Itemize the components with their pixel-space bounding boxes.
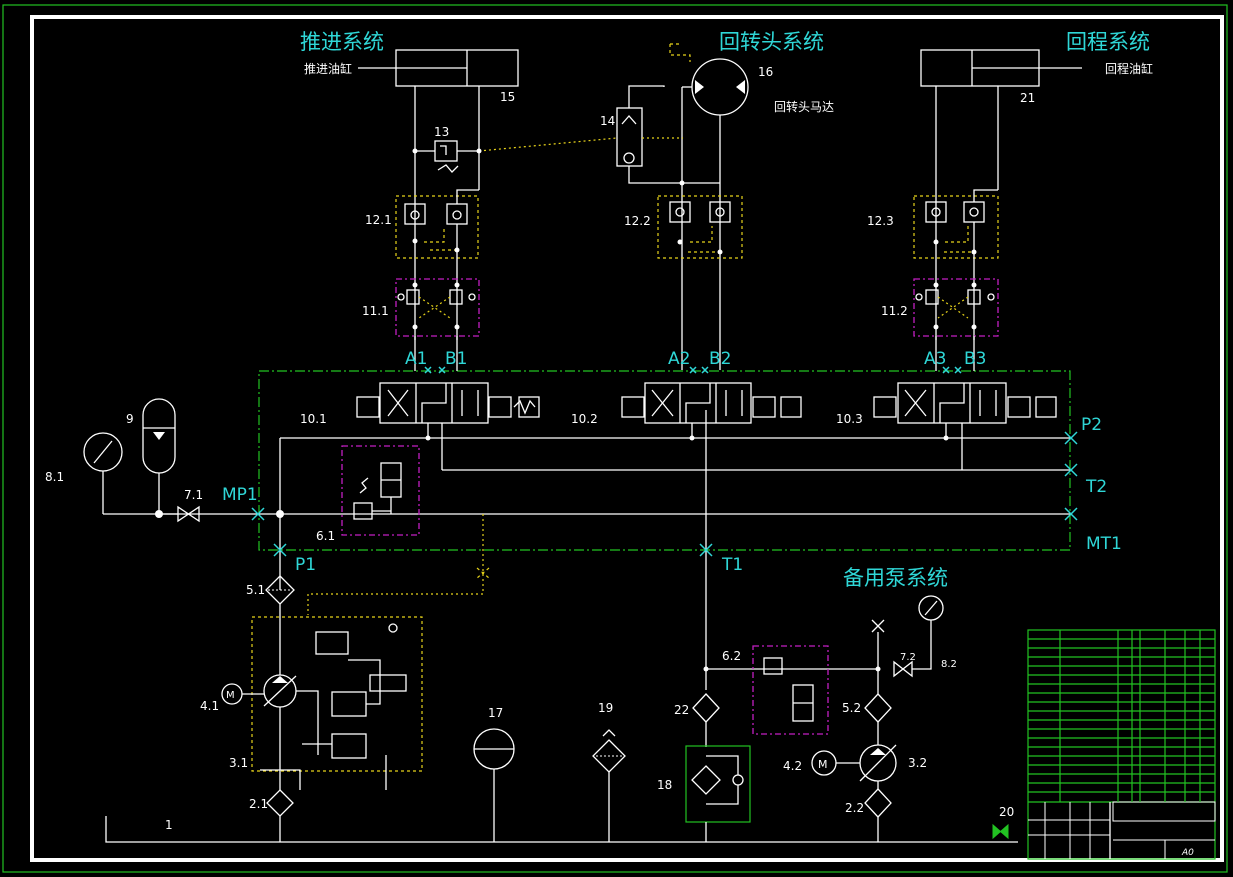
component-6-1: 6.1 xyxy=(316,529,335,543)
manifold-frame xyxy=(258,370,1071,551)
component-15: 15 xyxy=(500,90,515,104)
shuttle-valve-14 xyxy=(616,85,720,184)
component-14: 14 xyxy=(600,114,615,128)
motor-4-2-letter: M xyxy=(818,758,828,771)
standby-pump-title: 备用泵系统 xyxy=(843,566,948,590)
component-9: 9 xyxy=(126,412,134,426)
port-p2: P2 xyxy=(1081,415,1102,435)
return-system-title: 回程系统 xyxy=(1066,30,1150,54)
return-filter-18 xyxy=(685,745,751,842)
port-mt1: MT1 xyxy=(1086,534,1122,554)
motor-4-1-letter: M xyxy=(226,690,235,701)
component-1: 1 xyxy=(165,818,173,832)
rotary-motor xyxy=(669,43,749,370)
motor-4-1 xyxy=(221,683,264,705)
component-2-2: 2.2 xyxy=(845,801,864,815)
port-markers xyxy=(424,366,962,374)
component-7-2: 7.2 xyxy=(900,652,916,663)
directional-valve-10-2 xyxy=(621,382,802,438)
port-p1: P1 xyxy=(295,555,316,575)
component-4-1: 4.1 xyxy=(200,699,219,713)
ball-valve-7-2 xyxy=(893,595,944,678)
feed-system-title: 推进系统 xyxy=(300,30,384,54)
component-10-1: 10.1 xyxy=(300,412,327,426)
component-17: 17 xyxy=(488,706,503,720)
relief-valve-13 xyxy=(415,137,618,173)
port-a1: A1 xyxy=(405,349,427,369)
component-7-1: 7.1 xyxy=(184,488,203,502)
title-block xyxy=(1027,629,1216,860)
component-19: 19 xyxy=(598,701,613,715)
component-2-1: 2.1 xyxy=(249,797,268,811)
component-17-symbol xyxy=(473,728,515,842)
directional-valve-10-3 xyxy=(873,382,1057,470)
component-8-1: 8.1 xyxy=(45,470,64,484)
port-mp1: MP1 xyxy=(222,485,258,505)
component-4-2: 4.2 xyxy=(783,759,802,773)
valve-block-11-1 xyxy=(395,278,480,371)
filter-5-1 xyxy=(265,575,295,628)
component-19-symbol xyxy=(592,729,626,842)
ball-valve-7-1 xyxy=(177,505,200,523)
drawing-border xyxy=(30,15,1224,862)
valve-block-11-2 xyxy=(913,278,999,371)
pressure-gauge-8-1 xyxy=(83,432,178,515)
standby-pump-3-2 xyxy=(859,619,897,842)
component-18: 18 xyxy=(657,778,672,792)
return-cylinder-label: 回程油缸 xyxy=(1105,61,1153,76)
port-b2: B2 xyxy=(709,349,731,369)
check-block-12-1 xyxy=(395,189,479,340)
component-16: 16 xyxy=(758,65,773,79)
tank-line xyxy=(105,816,1018,843)
component-12-1: 12.1 xyxy=(365,213,392,227)
check-block-12-2 xyxy=(657,195,743,259)
component-21: 21 xyxy=(1020,91,1035,105)
suction-filter-2-1 xyxy=(266,789,294,842)
rotary-motor-label: 回转头马达 xyxy=(774,99,834,114)
relief-valve-6-1 xyxy=(341,445,420,536)
port-a2: A2 xyxy=(668,349,690,369)
component-8-2: 8.2 xyxy=(941,659,957,670)
component-10-2: 10.2 xyxy=(571,412,598,426)
component-20: 20 xyxy=(999,805,1014,819)
component-10-3: 10.3 xyxy=(836,412,863,426)
manifold-port-markers xyxy=(251,431,1078,557)
component-11-1: 11.1 xyxy=(362,304,389,318)
check-block-12-3 xyxy=(913,189,999,340)
relief-valve-6-2 xyxy=(752,645,829,735)
return-cylinder xyxy=(920,49,1082,340)
component-6-2: 6.2 xyxy=(722,649,741,663)
port-t1: T1 xyxy=(721,555,743,575)
accumulator-9 xyxy=(142,398,176,514)
rotary-system-title: 回转头系统 xyxy=(719,30,824,54)
port-t2: T2 xyxy=(1085,477,1107,497)
directional-valve-10-1 xyxy=(356,382,540,470)
component-3-2: 3.2 xyxy=(908,756,927,770)
component-3-1: 3.1 xyxy=(229,756,248,770)
motor-4-2 xyxy=(811,750,860,776)
component-5-1: 5.1 xyxy=(246,583,265,597)
component-22: 22 xyxy=(674,703,689,717)
feed-cylinder xyxy=(358,49,519,340)
port-b1: B1 xyxy=(445,349,467,369)
outer-frame xyxy=(2,4,1228,873)
port-b3: B3 xyxy=(964,349,986,369)
component-12-3: 12.3 xyxy=(867,214,894,228)
feed-cylinder-label: 推进油缸 xyxy=(304,61,352,76)
sheet-size: A0 xyxy=(1181,848,1194,858)
port-a3: A3 xyxy=(924,349,946,369)
component-13: 13 xyxy=(434,125,449,139)
main-pump-3-1 xyxy=(251,616,423,790)
component-12-2: 12.2 xyxy=(624,214,651,228)
valve-20 xyxy=(992,823,1009,840)
component-5-2: 5.2 xyxy=(842,701,861,715)
filter-22 xyxy=(692,693,720,747)
component-11-2: 11.2 xyxy=(881,304,908,318)
